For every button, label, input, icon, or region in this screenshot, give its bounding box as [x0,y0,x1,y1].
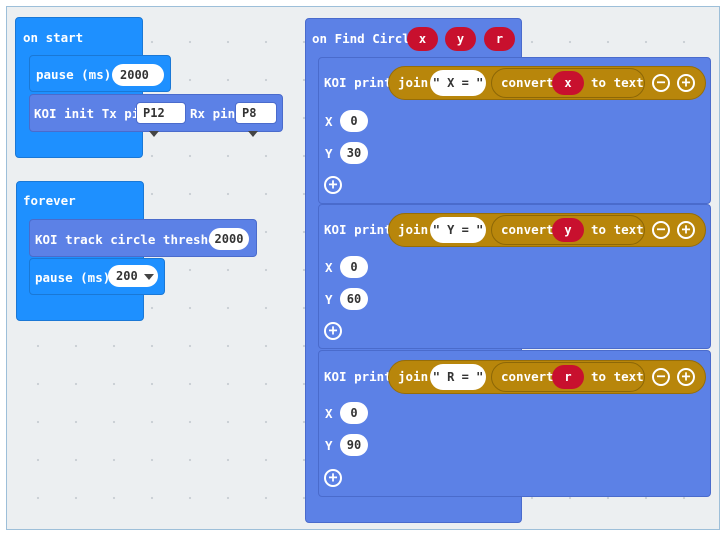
koi-print-label: KOI print [324,75,392,90]
x-coord-label: X [325,406,333,421]
y-coord-label: Y [325,292,333,307]
x-coord-label: X [325,260,333,275]
string-value: R = [447,370,469,384]
minus-icon[interactable]: − [652,74,670,92]
tx-pin-dropdown[interactable]: P12 [136,102,186,137]
convert-label: convert [501,369,554,384]
y-coord-input[interactable]: 60 [340,288,368,310]
plus-icon[interactable]: + [677,74,695,92]
chevron-down-icon [143,273,154,280]
pause-value: 2000 [120,68,149,82]
minus-icon[interactable]: − [652,221,670,239]
variable-x[interactable]: x [552,71,584,95]
workspace-canvas[interactable]: on start pause (ms) 2000 KOI init Tx pin… [6,6,720,530]
tx-pin-value: P12 [143,106,165,120]
chevron-down-icon [149,130,159,137]
rx-pin-value: P8 [242,106,257,120]
y-coord-label: Y [325,438,333,453]
add-parameter-icon[interactable]: + [324,469,342,487]
param-r[interactable]: r [484,27,515,51]
koi-print-label: KOI print [324,369,392,384]
param-x[interactable]: x [407,27,438,51]
string-input[interactable]: " X = " [430,70,486,96]
to-text-label: to text [591,222,644,237]
rx-pin-dropdown[interactable]: P8 [235,102,277,137]
x-coord-input[interactable]: 0 [340,256,368,278]
y-coord-label: Y [325,146,333,161]
pause-label-forever: pause (ms) [35,270,111,285]
join-label: join [398,369,429,384]
string-input[interactable]: " R = " [430,364,486,390]
pause-value-forever: 200 [116,269,138,283]
param-y[interactable]: y [445,27,476,51]
koi-print-label: KOI print [324,222,392,237]
variable-r[interactable]: r [552,365,584,389]
y-coord-input[interactable]: 30 [340,142,368,164]
to-text-label: to text [591,75,644,90]
add-parameter-icon[interactable]: + [324,322,342,340]
pause-dropdown-forever[interactable]: 200 [108,265,158,287]
on-find-circle-label: on Find Circle [312,31,418,46]
join-label: join [398,222,429,237]
koi-init-label: KOI init Tx pin [34,106,147,121]
x-coord-input[interactable]: 0 [340,110,368,132]
to-text-label: to text [591,369,644,384]
convert-label: convert [501,222,554,237]
minus-icon[interactable]: − [652,368,670,386]
pause-label: pause (ms) [36,67,112,82]
pause-dropdown[interactable]: 2000 [112,64,164,101]
plus-icon[interactable]: + [677,368,695,386]
koi-track-label: KOI track circle threshold [35,232,231,247]
threshold-input[interactable]: 2000 [209,228,249,250]
join-label: join [398,75,429,90]
chevron-down-icon [248,130,258,137]
string-value: Y = [447,223,469,237]
convert-label: convert [501,75,554,90]
x-coord-input[interactable]: 0 [340,402,368,424]
y-coord-input[interactable]: 90 [340,434,368,456]
on-start-label: on start [23,30,84,45]
string-input[interactable]: " Y = " [430,217,486,243]
string-value: X = [447,76,469,90]
add-parameter-icon[interactable]: + [324,176,342,194]
variable-y[interactable]: y [552,218,584,242]
rx-pin-label: Rx pin [190,106,236,121]
plus-icon[interactable]: + [677,221,695,239]
forever-label: forever [23,193,76,208]
x-coord-label: X [325,114,333,129]
